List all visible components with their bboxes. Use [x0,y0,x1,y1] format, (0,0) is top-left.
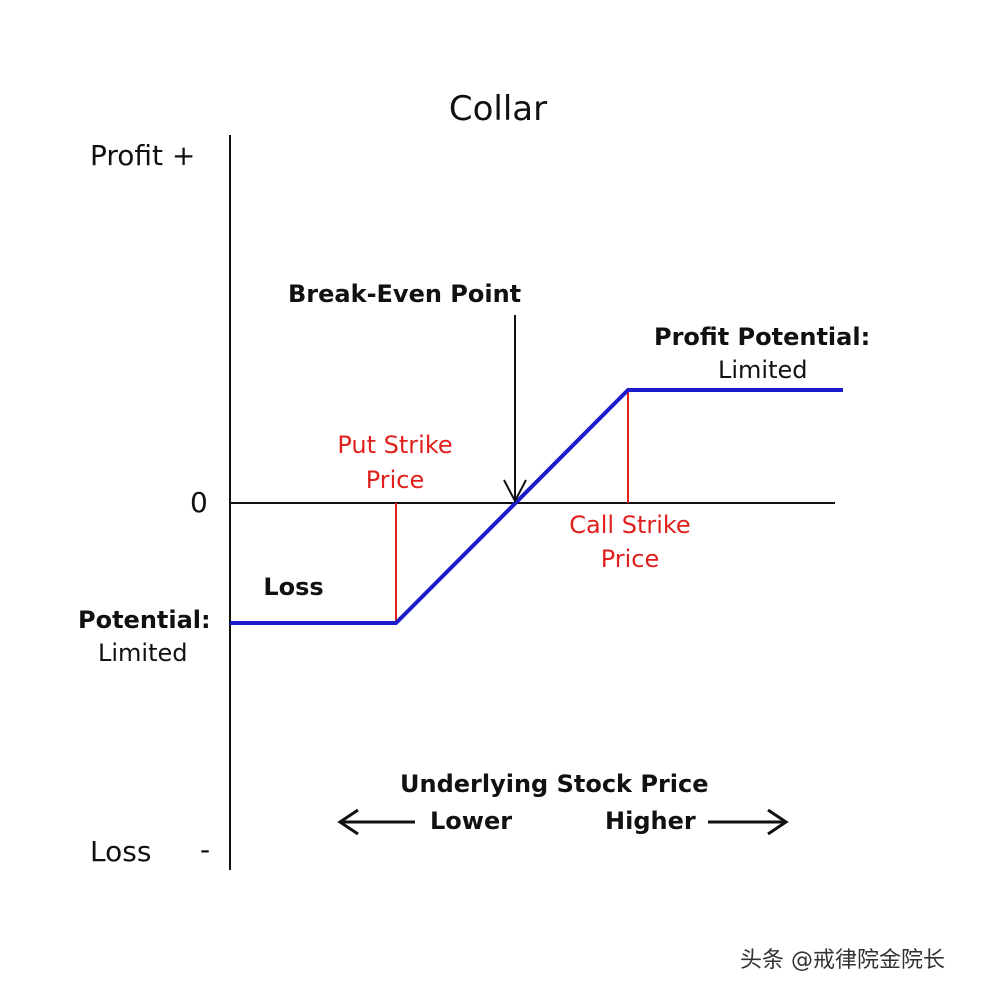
put-strike-label-line2: Price [365,466,425,494]
y-axis-zero-label: 0 [190,486,208,519]
y-axis-bottom-label: Loss [90,835,152,868]
payoff-line [230,388,843,625]
loss-potential-limited: Limited [98,639,188,667]
loss-potential-line1: Loss [263,573,324,601]
break-even-label: Break-Even Point [288,280,522,308]
profit-potential-label: Profit Potential: [654,323,871,351]
x-axis-lower-label: Lower [430,807,513,835]
y-axis-top-label: Profit + [90,139,196,172]
watermark: 头条 @戒律院金院长 [740,948,945,973]
break-even-arrowhead [503,479,527,504]
loss-potential-line2: Potential: [78,606,211,634]
put-strike-label-line1: Put Strike [337,431,453,459]
call-strike-label-line2: Price [600,545,660,573]
y-axis-bottom-sign: - [200,833,211,866]
lower-arrow-head [337,808,359,836]
chart-title: Collar [448,89,548,129]
higher-arrow-head [767,808,789,836]
profit-potential-limited: Limited [718,356,808,384]
call-strike-label-line1: Call Strike [569,511,691,539]
x-axis-higher-label: Higher [605,807,696,835]
x-axis-label: Underlying Stock Price [400,770,709,798]
